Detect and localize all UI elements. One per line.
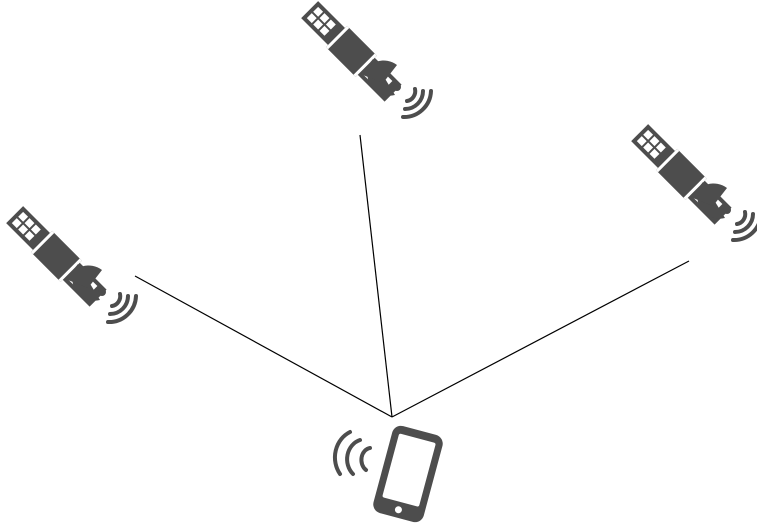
connection-line-left <box>134 275 393 418</box>
satellite-icon <box>297 0 433 120</box>
smartphone-icon <box>373 425 443 523</box>
satellite-icon <box>627 120 757 243</box>
connection-line-right <box>391 260 690 418</box>
connection-line-top <box>359 134 393 418</box>
signal-waves-icon <box>332 430 372 476</box>
connection-lines <box>134 134 690 418</box>
satellite-icon <box>2 202 139 325</box>
